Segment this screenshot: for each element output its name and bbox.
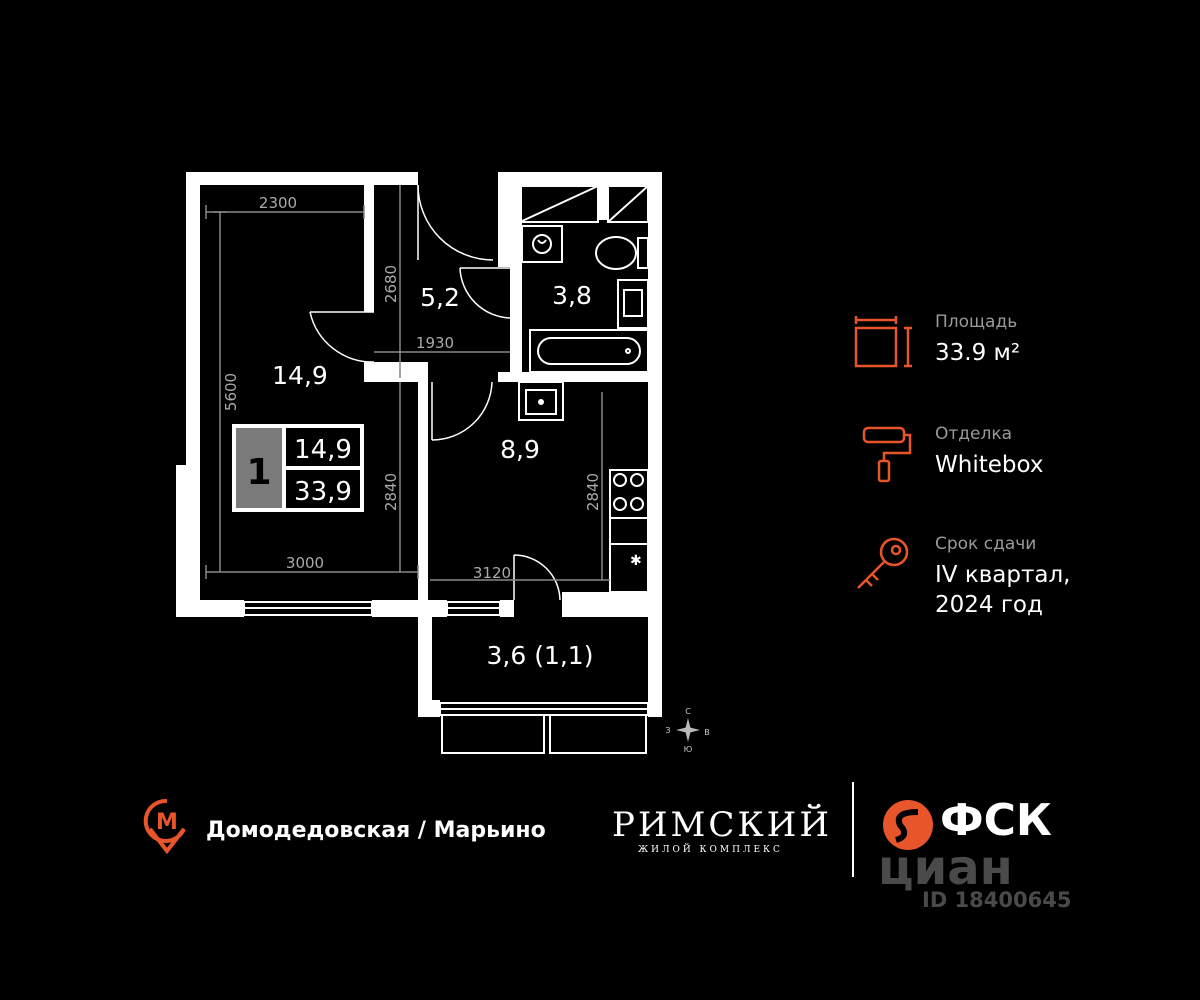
paint-roller-icon	[862, 426, 912, 483]
badge-rooms-count: 1	[246, 452, 271, 493]
area-badge: 1 14,9 33,9	[232, 424, 364, 512]
info-deadline: Срок сдачи IV квартал, 2024 год	[850, 534, 1180, 624]
room-bathroom-area: 3,8	[552, 281, 592, 310]
dim-kitchen-width: 3120	[473, 564, 511, 582]
info-area: Площадь 33.9 м²	[850, 312, 1180, 382]
compass-north: С	[685, 707, 691, 716]
dimension-lines	[205, 185, 610, 581]
freezer-icon: ✱	[630, 553, 642, 569]
watermark-brand: циан	[878, 840, 1013, 896]
dimension-labels: 2300 5600 2680 1930 2840 3000 3120 2840	[222, 194, 602, 582]
footer-divider	[852, 782, 854, 877]
watermark-id: ID 18400645	[922, 888, 1072, 912]
shelves	[519, 185, 649, 223]
dim-kitchen-height: 2840	[584, 473, 602, 511]
complex-logo-subtitle: ЖИЛОЙ КОМПЛЕКС	[638, 845, 783, 855]
dim-living-width-bottom: 3000	[286, 554, 324, 572]
dim-living-lower-height: 2840	[382, 473, 400, 511]
dim-living-height: 5600	[222, 373, 240, 411]
room-living-area: 14,9	[272, 361, 328, 390]
metro-icon: M	[143, 798, 186, 855]
area-label: Площадь	[935, 312, 1018, 332]
deadline-label: Срок сдачи	[935, 534, 1037, 554]
badge-total-area: 33,9	[294, 477, 352, 507]
dim-hall-width: 1930	[416, 334, 454, 352]
kitchen-fixtures	[518, 381, 649, 593]
balcony-planters	[441, 714, 647, 754]
badge-living-area: 14,9	[294, 435, 352, 465]
compass-icon: С В Ю З	[665, 707, 709, 754]
info-finish: Отделка Whitebox	[850, 424, 1180, 494]
finish-label: Отделка	[935, 424, 1013, 444]
room-balcony-area: 3,6 (1,1)	[487, 641, 594, 670]
compass-west: З	[665, 726, 670, 735]
deadline-value-line-2: 2024 год	[935, 592, 1043, 618]
room-kitchen-area: 8,9	[500, 435, 540, 464]
dim-hall-height: 2680	[382, 265, 400, 303]
floor-plan: ✱ 2300 5600 2680 1930 2840 3000 3120 284…	[176, 172, 710, 754]
deadline-value-line-1: IV квартал,	[935, 562, 1071, 588]
deadline-value: IV квартал, 2024 год	[935, 560, 1070, 620]
complex-logo-name: РИМСКИЙ	[612, 805, 832, 845]
room-hall-area: 5,2	[420, 283, 460, 312]
bathroom-fixtures	[521, 225, 649, 373]
svg-text:M: M	[156, 810, 178, 835]
metro-station: Домодедовская / Марьино	[206, 818, 546, 843]
doors	[309, 184, 561, 601]
area-icon	[854, 316, 912, 368]
area-value: 33.9 м²	[935, 340, 1021, 366]
finish-value: Whitebox	[935, 452, 1044, 478]
developer-logo-icon	[883, 800, 933, 850]
developer-logo: ФСК	[940, 795, 1052, 846]
key-icon	[857, 537, 909, 589]
room-areas: 14,9 5,2 3,8 8,9 3,6 (1,1)	[272, 281, 593, 670]
compass-east: В	[704, 728, 710, 737]
dim-living-width-top: 2300	[259, 194, 297, 212]
compass-south: Ю	[684, 745, 693, 754]
